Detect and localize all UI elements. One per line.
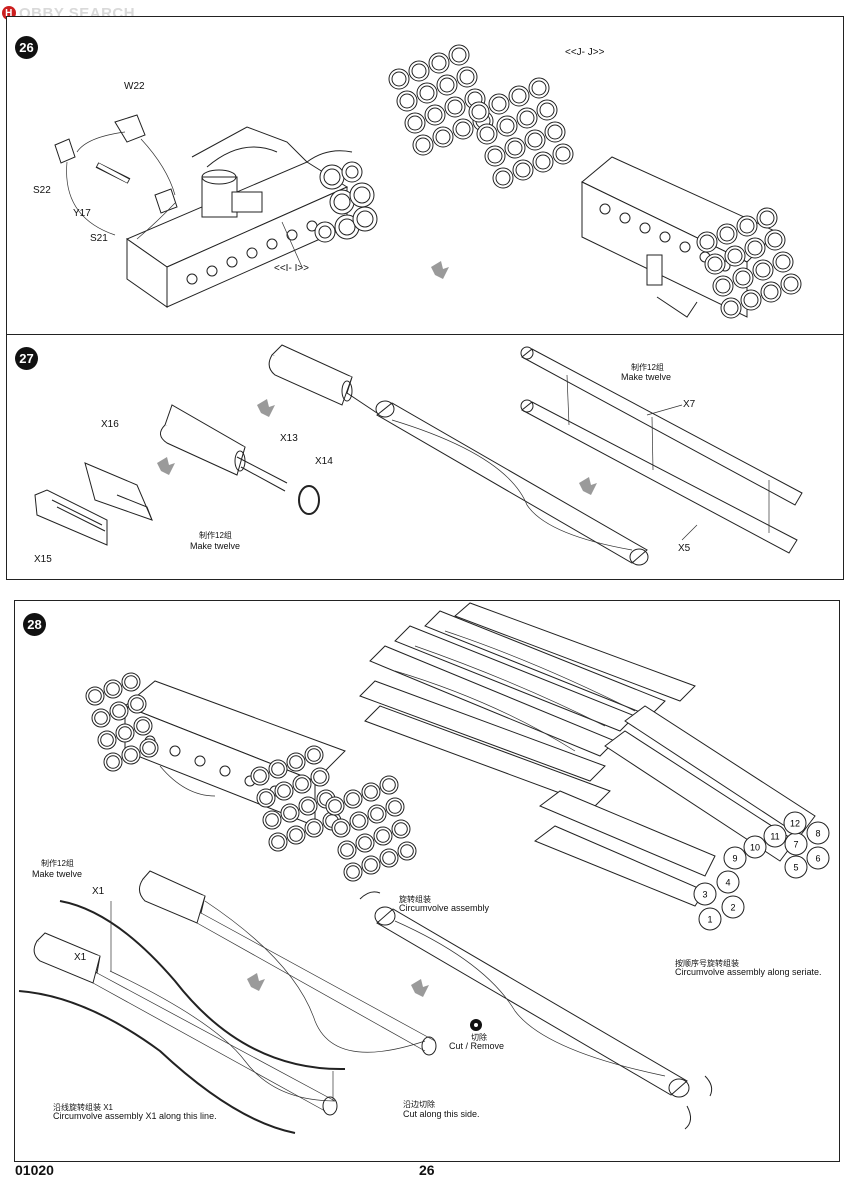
label-make-twelve-en: Make twelve — [190, 541, 241, 551]
tube-number-label: 1 — [707, 915, 712, 925]
label-cut-remove: Cut / Remove — [449, 1041, 505, 1051]
assembly-arrow-icon — [157, 457, 175, 475]
parts-w22-s22-y17-s21 — [54, 114, 303, 268]
tube-rings-middle — [250, 745, 417, 882]
label-x16: X16 — [101, 419, 119, 430]
tube-number-label: 3 — [702, 890, 707, 900]
label-circumvolve-cn: 旋转组装 — [399, 895, 431, 904]
half-tubes-x5-x7 — [520, 346, 803, 554]
page-number: 26 — [419, 1162, 435, 1178]
label-section-i-i: <<I- I>> — [274, 263, 310, 274]
tube-end — [723, 846, 747, 870]
label-cut-side-cn: 沿边切除 — [403, 1100, 435, 1109]
step-26-drawing — [54, 44, 802, 319]
label-section-j-j: <<J- J>> — [565, 47, 605, 58]
label-make-twelve-en: Make twelve — [32, 869, 83, 879]
rocket-x13 — [160, 404, 288, 492]
label-make-twelve-cn: 制作12组 — [199, 531, 232, 540]
label-cut-side-en: Cut along this side. — [403, 1109, 480, 1119]
assembly-arrow-icon — [411, 979, 429, 997]
label-x5: X5 — [678, 543, 691, 554]
tube-rings-cluster-top — [388, 44, 802, 319]
tube-number-label: 6 — [815, 854, 820, 864]
tube-number-label: 12 — [790, 819, 800, 829]
label-s22: S22 — [33, 185, 51, 196]
label-cut-cn: 切除 — [471, 1033, 487, 1042]
rockets-and-wires — [18, 870, 437, 1134]
label-y17: Y17 — [73, 208, 91, 219]
label-circumvolve-en: Circumvolve assembly — [399, 903, 490, 913]
tube-end — [784, 855, 808, 879]
launcher-assembly-right — [388, 44, 802, 319]
tube-rings-left — [85, 672, 159, 772]
label-s21: S21 — [90, 233, 108, 244]
tube-end — [693, 882, 717, 906]
step-27-panel: 27 X16 X15 X13 X14 X7 X5 制作12组 Make twel… — [6, 334, 844, 580]
tube-end — [783, 811, 807, 835]
tube-end — [698, 907, 722, 931]
tube-number-label: 4 — [725, 878, 730, 888]
circumvolve-tube — [359, 891, 713, 1130]
assembly-arrow-icon — [247, 973, 265, 991]
assembly-arrow-icon — [431, 261, 449, 279]
step-number-badge: 26 — [15, 36, 38, 59]
assembly-arrow-icon — [257, 399, 275, 417]
label-seriate-cn: 按顺序号旋转组装 — [675, 959, 739, 968]
rocket-top — [268, 344, 378, 414]
label-x7: X7 — [683, 399, 696, 410]
tube-bundle — [359, 602, 816, 907]
tube-number-label: 2 — [730, 903, 735, 913]
tube-end — [806, 821, 830, 845]
cut-scissors-icon — [470, 1019, 482, 1031]
step-26-panel: 26 W22 S22 Y17 S21 <<I- I>> <<J- J>> — [6, 16, 844, 336]
tube-end — [716, 870, 740, 894]
tube-number-label: 9 — [732, 854, 737, 864]
step-number-badge: 28 — [23, 613, 46, 636]
label-w22: W22 — [124, 81, 145, 92]
tube-number-label: 11 — [770, 832, 779, 842]
launch-tube — [375, 400, 649, 566]
label-x1-bottom: X1 — [74, 952, 87, 963]
tube-end — [763, 824, 787, 848]
label-make-twelve-cn: 制作12组 — [631, 363, 664, 372]
label-x14: X14 — [315, 456, 333, 467]
step-number-badge: 27 — [15, 347, 38, 370]
ring-x14 — [298, 485, 320, 515]
label-make-twelve-en: Make twelve — [621, 372, 672, 382]
tube-number-label: 5 — [793, 863, 798, 873]
assembly-arrow-icon — [579, 477, 597, 495]
product-code: 01020 — [15, 1162, 54, 1178]
label-x1-top: X1 — [92, 886, 105, 897]
tube-end — [721, 895, 745, 919]
label-x15: X15 — [34, 554, 52, 565]
label-along-line-en: Circumvolve assembly X1 along this line. — [53, 1111, 217, 1121]
tube-number-label: 10 — [750, 843, 760, 853]
tube-number-label: 8 — [815, 829, 820, 839]
label-along-line-cn: 沿线旋转组装 X1 — [53, 1103, 114, 1112]
tube-end — [743, 835, 767, 859]
label-seriate-en: Circumvolve assembly along seriate. — [675, 967, 822, 977]
step-27-drawing — [34, 344, 803, 566]
label-x13: X13 — [280, 433, 298, 444]
tube-number-label: 7 — [793, 840, 798, 850]
label-make-twelve-cn: 制作12组 — [41, 859, 74, 868]
rocket-halves-x15-x16 — [34, 462, 153, 546]
launcher-frame-left — [125, 126, 378, 308]
tube-end — [806, 846, 830, 870]
